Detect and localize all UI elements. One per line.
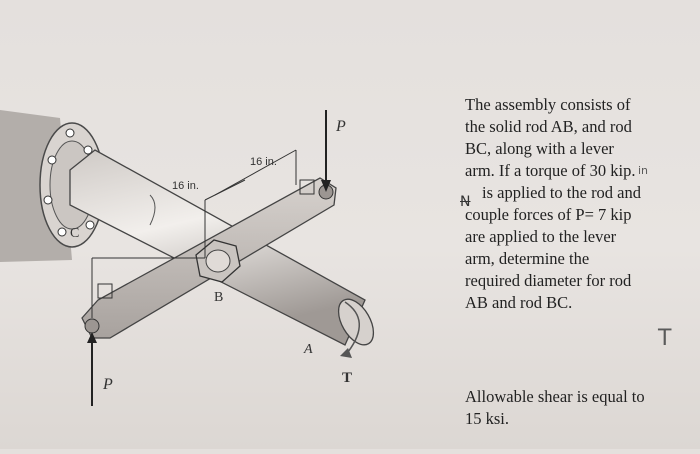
force-arrows [87,110,361,406]
assembly-figure: P P 16 in. 16 in. C B A T [0,110,375,406]
label-dim-a: 16 in. [250,156,277,168]
label-p-top: P [336,118,346,135]
problem-line: couple forces of P= 7 kip [465,205,632,224]
label-dim-b: 16 in. [172,180,199,192]
problem-line: BC, along with a lever [465,139,614,158]
problem-line: are applied to the lever [465,227,617,246]
assembly-drawing [0,110,375,406]
problem-statement: The assembly consists of the solid rod A… [465,94,700,314]
problem-line: is applied to the rod and [482,183,642,202]
problem-line: arm, determine the [465,249,590,268]
problem-line: The assembly consists of [465,95,631,114]
handwritten-t: T [658,326,672,351]
dimension-lines [91,149,315,318]
problem-line: AB and rod BC. [465,293,573,312]
allowable-shear: Allowable shear is equal to 15 ksi. [465,386,700,430]
label-b: B [214,290,224,305]
label-p-bottom: P [103,376,113,393]
handwritten-n: N [460,194,471,210]
lever-arm [81,177,337,339]
allowable-line: 15 ksi. [465,409,510,428]
label-t: T [342,370,353,386]
problem-line: required diameter for rod [465,271,632,290]
problem-line: arm. If a torque of 30 kip. [465,161,636,180]
label-c: C [70,226,80,241]
allowable-line: Allowable shear is equal to [465,387,645,406]
label-a: A [304,342,313,357]
problem-line: the solid rod AB, and rod [465,117,632,136]
handwritten-in: in [638,164,649,177]
